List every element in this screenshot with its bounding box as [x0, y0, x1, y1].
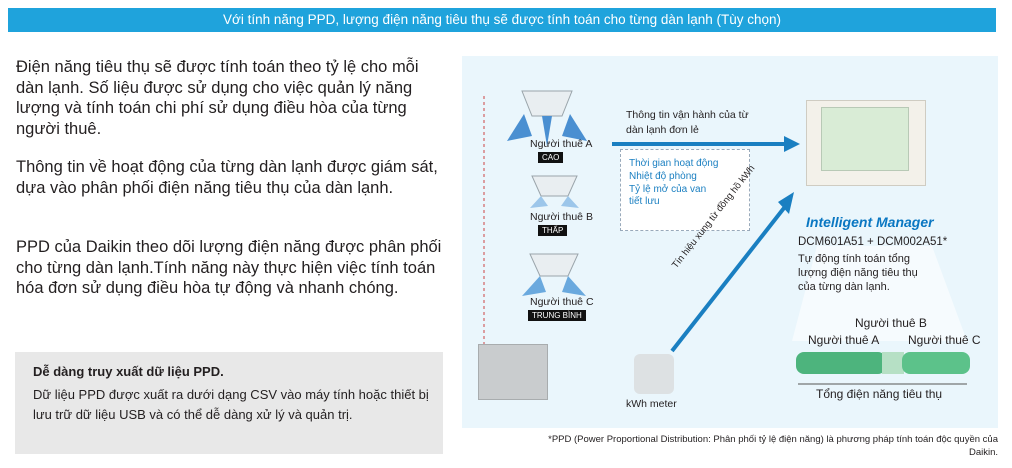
tenant-b-label: Người thuê B — [530, 211, 593, 223]
manager-screen — [821, 107, 909, 171]
pipe-label-a: Người thuê A — [808, 333, 880, 347]
outdoor-unit — [478, 344, 548, 400]
note-title: Dễ dàng truy xuất dữ liệu PPD. — [33, 364, 224, 379]
info-arrow-head — [784, 136, 800, 152]
signal-arrow — [670, 206, 786, 353]
info-item: tiết lưu — [629, 196, 660, 207]
footnote: *PPD (Power Proportional Distribution: P… — [548, 434, 998, 458]
note-box: Dễ dàng truy xuất dữ liệu PPD. Dữ liệu P… — [15, 352, 443, 454]
info-item: Tỷ lệ mở của van — [629, 184, 707, 195]
ppd-paragraph: PPD của Daikin theo dõi lượng điện năng … — [16, 238, 442, 297]
flow-label: Thông tin vận hành của từ dàn lạnh đơn l… — [626, 109, 749, 136]
tenant-c-label: Người thuê C — [530, 296, 594, 308]
pipe-label-c: Người thuê C — [908, 333, 981, 347]
model-label: DCM601A51 + DCM002A51* — [798, 236, 948, 248]
tenant-a-level: CAO — [538, 152, 564, 163]
manager-display — [806, 100, 926, 186]
brand-logo: Intelligent Manager — [806, 214, 934, 230]
meter-label: kWh meter — [626, 398, 677, 410]
pipe-label-b: Người thuê B — [855, 316, 927, 330]
note-body: Dữ liệu PPD được xuất ra dưới dạng CSV v… — [33, 387, 429, 422]
indoor-unit-a — [507, 90, 587, 146]
page-banner: Với tính năng PPD, lượng điện năng tiêu … — [8, 8, 996, 32]
pipe-b — [882, 352, 904, 374]
diagram-graphics — [483, 90, 970, 389]
signal-arrow-head — [778, 192, 794, 214]
info-item: Nhiệt độ phòng — [629, 171, 697, 182]
pipe-c — [902, 352, 970, 374]
intro-paragraph: Điện năng tiêu thụ sẽ được tính toán the… — [16, 58, 419, 138]
info-box: Thời gian hoạt động Nhiệt độ phòng Tỷ lệ… — [620, 149, 750, 231]
indoor-unit-b — [530, 175, 579, 208]
total-label: Tổng điện năng tiêu thụ — [816, 387, 943, 401]
ppd-diagram: Người thuê A CAO Người thuê B THẤP Người… — [462, 56, 998, 428]
pipe-a — [796, 352, 886, 374]
kwh-meter — [634, 354, 674, 394]
manager-desc: Tự động tính toán tổng lượng điện năng t… — [798, 253, 918, 293]
monitoring-paragraph: Thông tin về hoạt động của từng dàn lạnh… — [16, 158, 438, 197]
tenant-a-label: Người thuê A — [530, 138, 593, 150]
indoor-unit-c — [522, 253, 586, 296]
info-item: Thời gian hoạt động — [629, 158, 719, 169]
tenant-b-level: THẤP — [538, 225, 568, 236]
tenant-c-level: TRUNG BÌNH — [528, 310, 586, 321]
beam — [792, 246, 967, 341]
